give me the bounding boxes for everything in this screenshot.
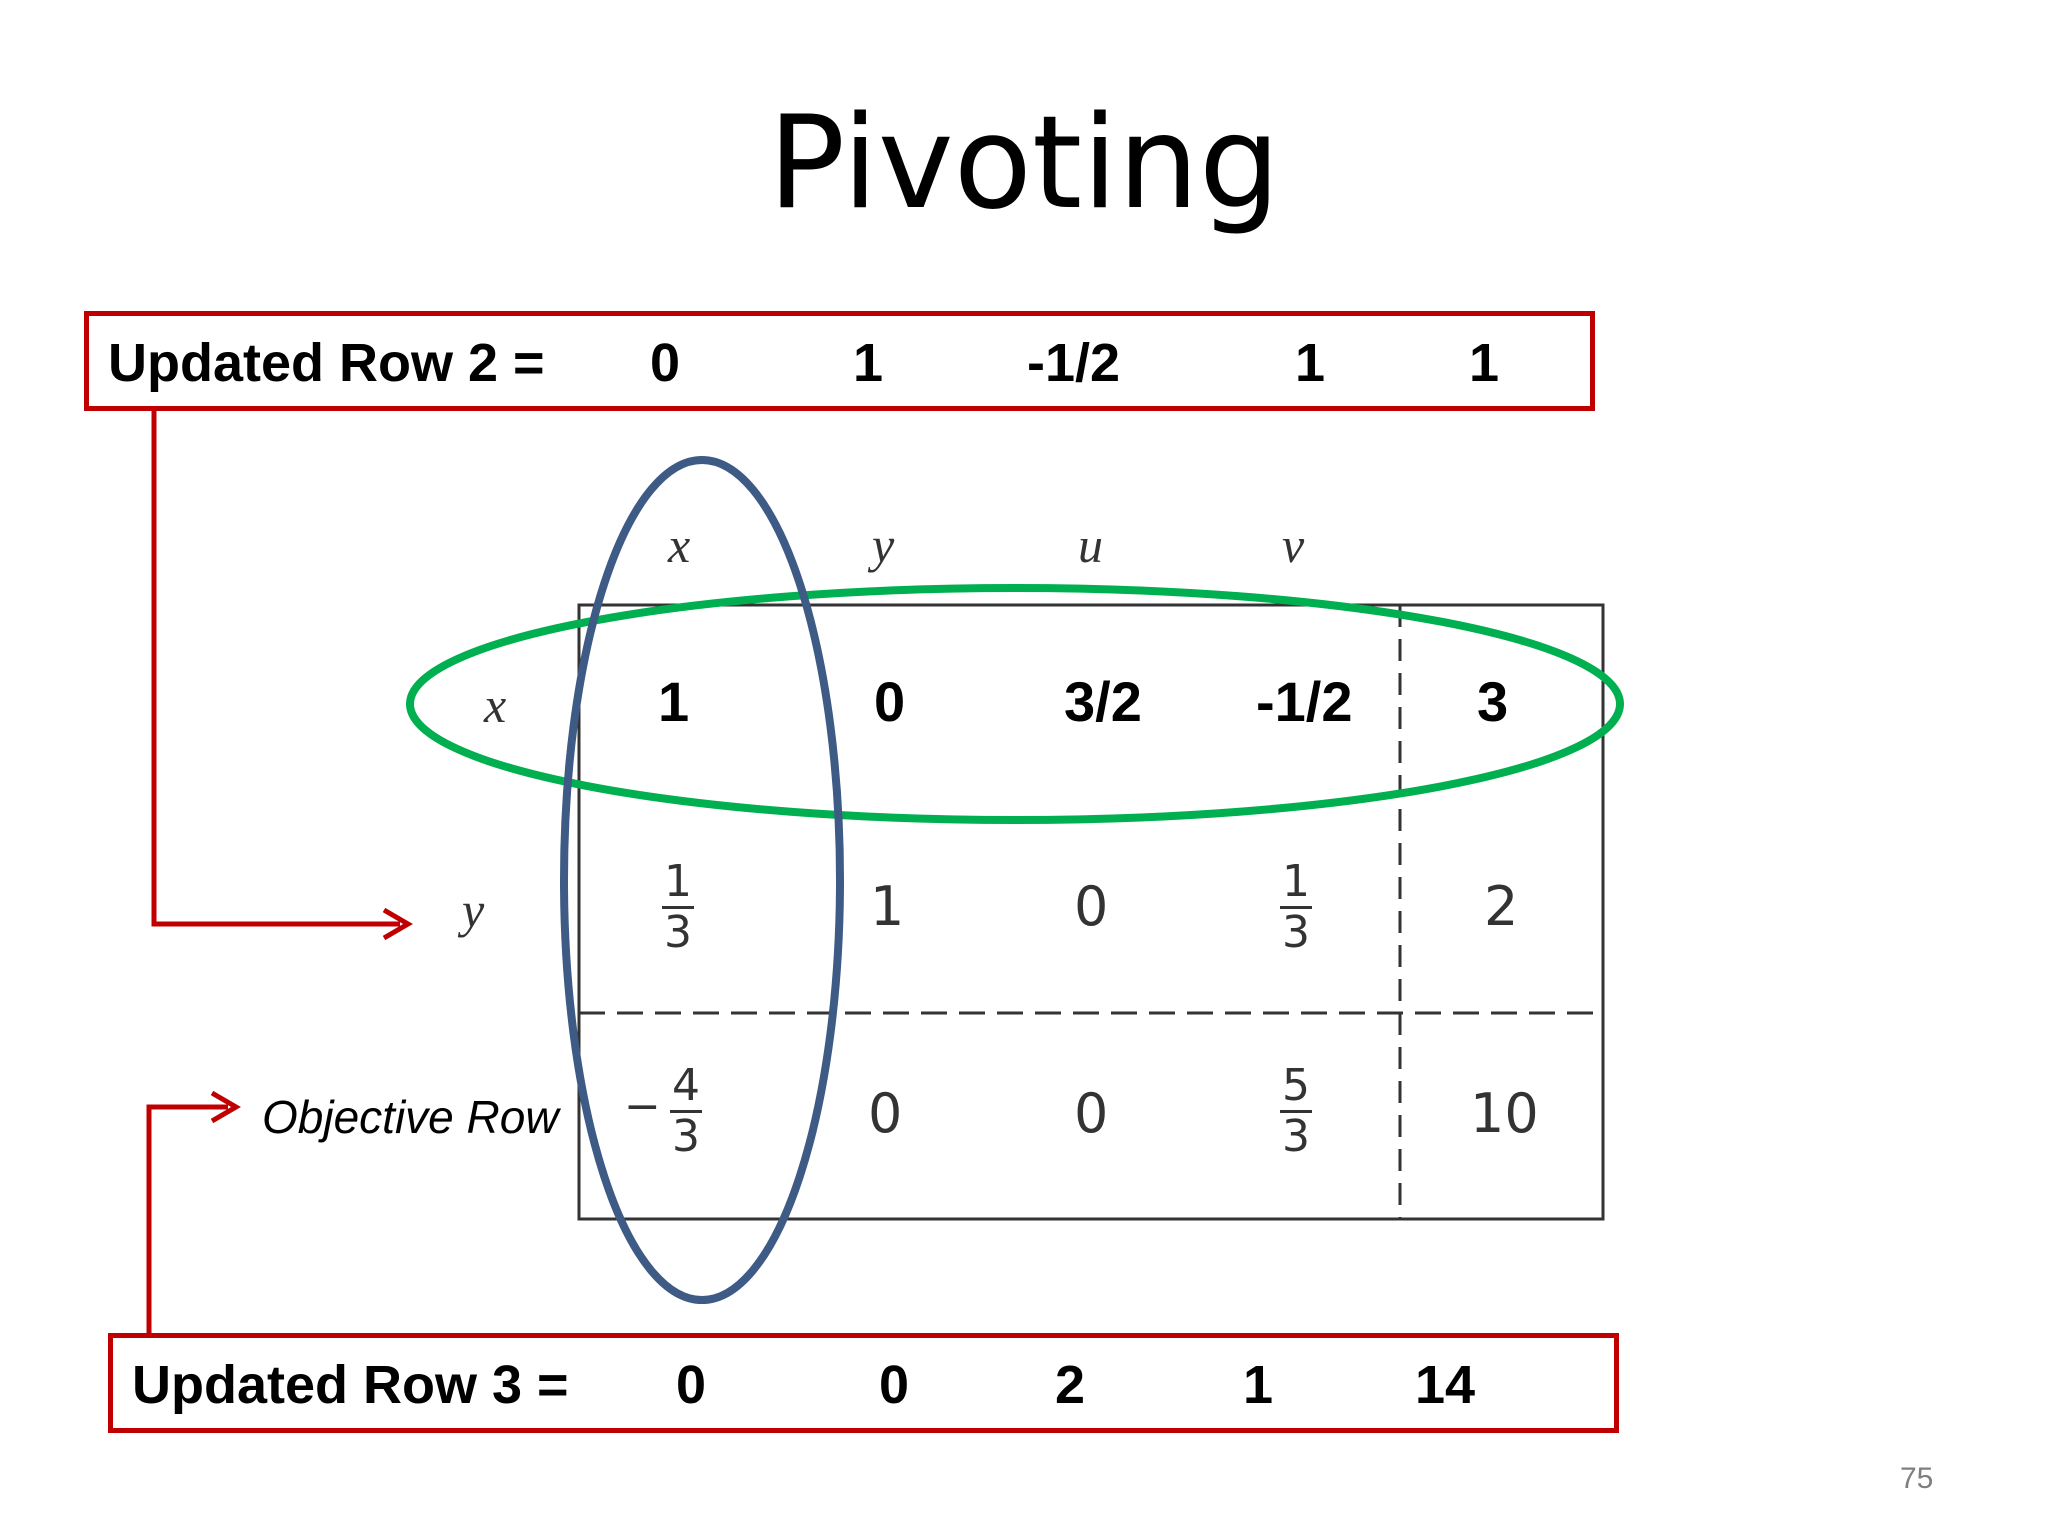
updated-row-3-value: 2 [1055,1355,1086,1415]
column-header-v: v [1282,517,1305,573]
pivot-row-cell: 3 [1477,670,1509,733]
numerator: 4 [672,1060,700,1111]
objective-fraction: 5 3 [1276,1064,1316,1159]
page-number: 75 [1900,1462,1934,1495]
updated-row-2-value: 1 [853,333,884,393]
denominator: 3 [1282,907,1310,958]
objective-row-label: Objective Row [262,1091,559,1143]
numerator: 5 [1282,1060,1310,1111]
denominator: 3 [1282,1111,1310,1162]
updated-row-2-value: 0 [650,333,681,393]
updated-row-3-value: 0 [676,1355,707,1415]
row-y-fraction: 1 3 [658,860,698,955]
pivot-column-ellipse [560,456,844,1304]
objective-cell: 0 [868,1082,903,1145]
updated-row-3-value: 1 [1243,1355,1274,1415]
updated-row-3-value: 14 [1415,1355,1476,1415]
column-header-u: u [1078,517,1103,573]
row-y-cell: 0 [1074,875,1109,938]
objective-sign: − [624,1081,661,1132]
row-3-arrowhead-icon [210,1090,241,1124]
pivot-row-cell: -1/2 [1256,670,1353,733]
row-3-connector [146,1104,228,1333]
denominator: 3 [672,1111,700,1162]
objective-cell: 0 [1074,1082,1109,1145]
updated-row-2-box [84,311,1595,411]
pivot-row-cell: 3/2 [1064,670,1142,733]
denominator: 3 [664,907,692,958]
updated-row-2-value: 1 [1295,333,1326,393]
updated-row-3-label: Updated Row 3 = [132,1355,569,1415]
fraction-bar [1280,906,1312,909]
fraction-bar [1280,1110,1312,1113]
row-y-rhs: 2 [1484,875,1519,938]
row-y-cell: 1 [870,875,905,938]
row-label-y: y [462,882,485,938]
tableau-frame [577,603,1605,1221]
pivot-row-cell: 1 [658,670,690,733]
updated-row-2-value: -1/2 [1027,333,1121,393]
row-y-fraction: 1 3 [1276,860,1316,955]
column-header-y: y [872,517,895,573]
updated-row-3-value: 0 [879,1355,910,1415]
fraction-bar [662,906,694,909]
slide-title: Pivoting [767,89,1281,238]
updated-row-2-label: Updated Row 2 = [108,333,545,393]
updated-row-2-value: 1 [1469,333,1500,393]
fraction-bar [670,1110,702,1113]
pivot-row-cell: 0 [874,670,906,733]
updated-row-3-box [108,1333,1619,1433]
objective-rhs: 10 [1470,1082,1539,1145]
pivot-row-ellipse [406,584,1624,824]
numerator: 1 [664,856,692,907]
numerator: 1 [1282,856,1310,907]
objective-fraction: 4 3 [666,1064,706,1159]
row-2-connector [151,411,400,927]
row-label-x: x [484,677,507,733]
column-header-x: x [668,517,691,573]
row-2-arrowhead-icon [382,907,413,941]
